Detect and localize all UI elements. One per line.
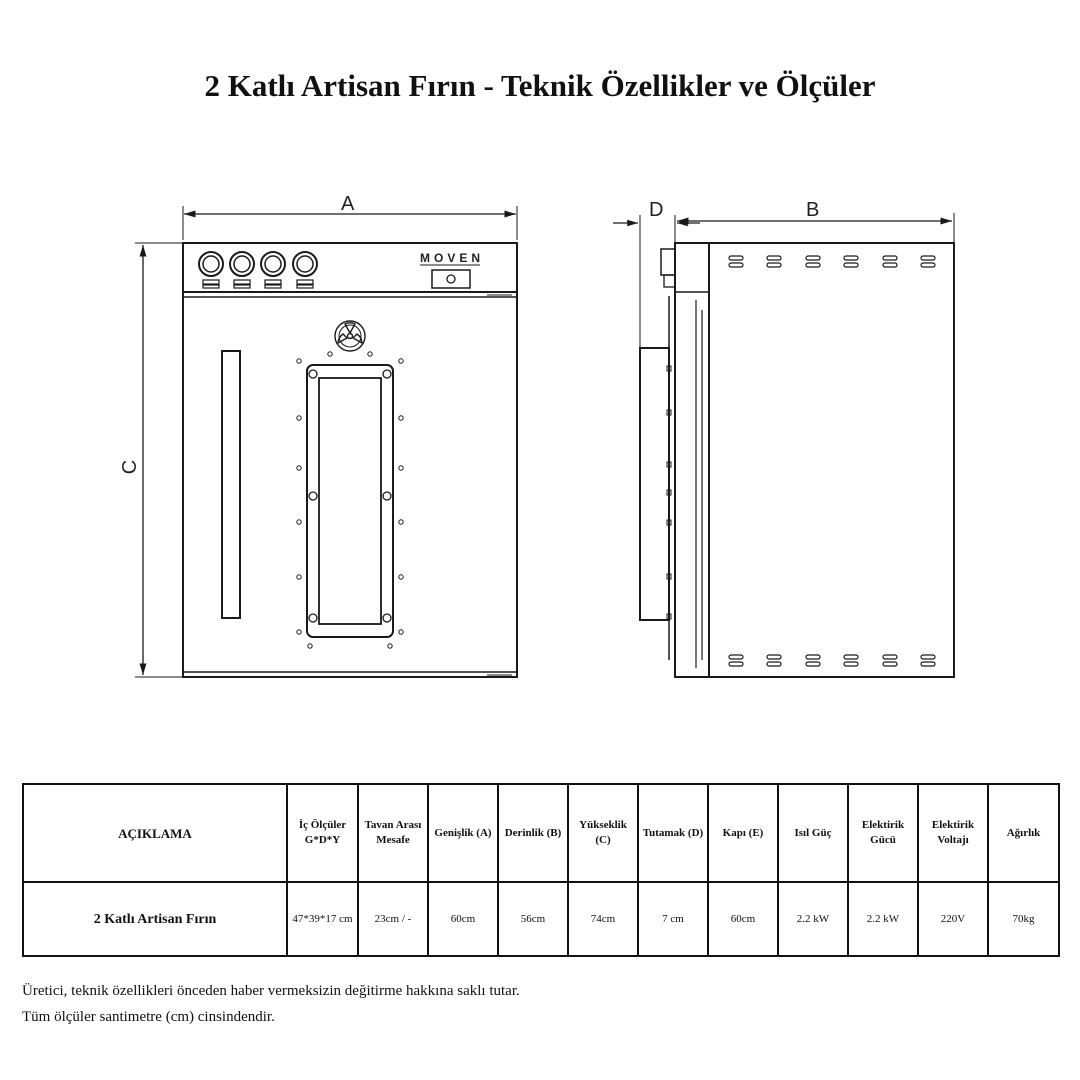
knob-icon [229, 251, 255, 277]
table-cell: 23cm / - [357, 881, 429, 957]
page-title: 2 Katlı Artisan Fırın - Teknik Özellikle… [204, 68, 876, 103]
door-window-glass [318, 377, 382, 625]
table-cell: 60cm [427, 881, 499, 957]
display-window [431, 269, 471, 289]
door-handle [221, 350, 241, 619]
header-cell: Kapı (E) [707, 783, 779, 883]
dimension-c-label: C [119, 460, 141, 474]
control-knobs [198, 251, 318, 289]
header-cell: Yükseklik (C) [567, 783, 639, 883]
table-header-row: AÇIKLAMA İç Ölçüler G*D*Y Tavan Arası Me… [22, 783, 1060, 883]
header-cell: Ağırlık [987, 783, 1060, 883]
radiation-emblem-icon [334, 320, 366, 352]
header-cell: Derinlik (B) [497, 783, 569, 883]
oven-front-body [182, 242, 518, 678]
table-cell: 2.2 kW [777, 881, 849, 957]
table-cell: 56cm [497, 881, 569, 957]
footnote-units: Tüm ölçüler santimetre (cm) cinsindendir… [22, 1009, 275, 1025]
dimension-a-label: A [341, 193, 355, 215]
knob-icon [292, 251, 318, 277]
header-cell: Genişlik (A) [427, 783, 499, 883]
table-cell: 70kg [987, 881, 1060, 957]
side-view [613, 213, 955, 678]
table-cell: 2.2 kW [847, 881, 919, 957]
header-cell: Elektirik Voltajı [917, 783, 989, 883]
header-cell: AÇIKLAMA [22, 783, 288, 883]
header-cell: İç Ölçüler G*D*Y [286, 783, 359, 883]
front-view [135, 206, 518, 678]
knob-icon [260, 251, 286, 277]
header-cell: Elektirik Gücü [847, 783, 919, 883]
table-cell: 220V [917, 881, 989, 957]
vent-slots-top [728, 255, 936, 268]
table-cell: 2 Katlı Artisan Fırın [22, 881, 288, 957]
table-cell: 7 cm [637, 881, 709, 957]
dimension-d-label: D [649, 199, 663, 221]
table-cell: 60cm [707, 881, 779, 957]
dimension-b-label: B [806, 199, 819, 221]
table-cell: 47*39*17 cm [286, 881, 359, 957]
door-window-frame [306, 364, 394, 638]
knob-icon [198, 251, 224, 277]
spec-table: AÇIKLAMA İç Ölçüler G*D*Y Tavan Arası Me… [22, 783, 1060, 957]
header-cell: Isıl Güç [777, 783, 849, 883]
header-cell: Tavan Arası Mesafe [357, 783, 429, 883]
handle-side-profile [639, 347, 670, 621]
technical-drawing: A C MOVEN [119, 193, 955, 678]
header-cell: Tutamak (D) [637, 783, 709, 883]
oven-side-body [708, 242, 955, 678]
vent-slots-bottom [728, 654, 936, 667]
footnote-disclaimer: Üretici, teknik özellikleri önceden habe… [22, 983, 520, 999]
table-cell: 74cm [567, 881, 639, 957]
brand-logo: MOVEN [420, 251, 484, 265]
table-row: 2 Katlı Artisan Fırın 47*39*17 cm 23cm /… [22, 881, 1060, 957]
